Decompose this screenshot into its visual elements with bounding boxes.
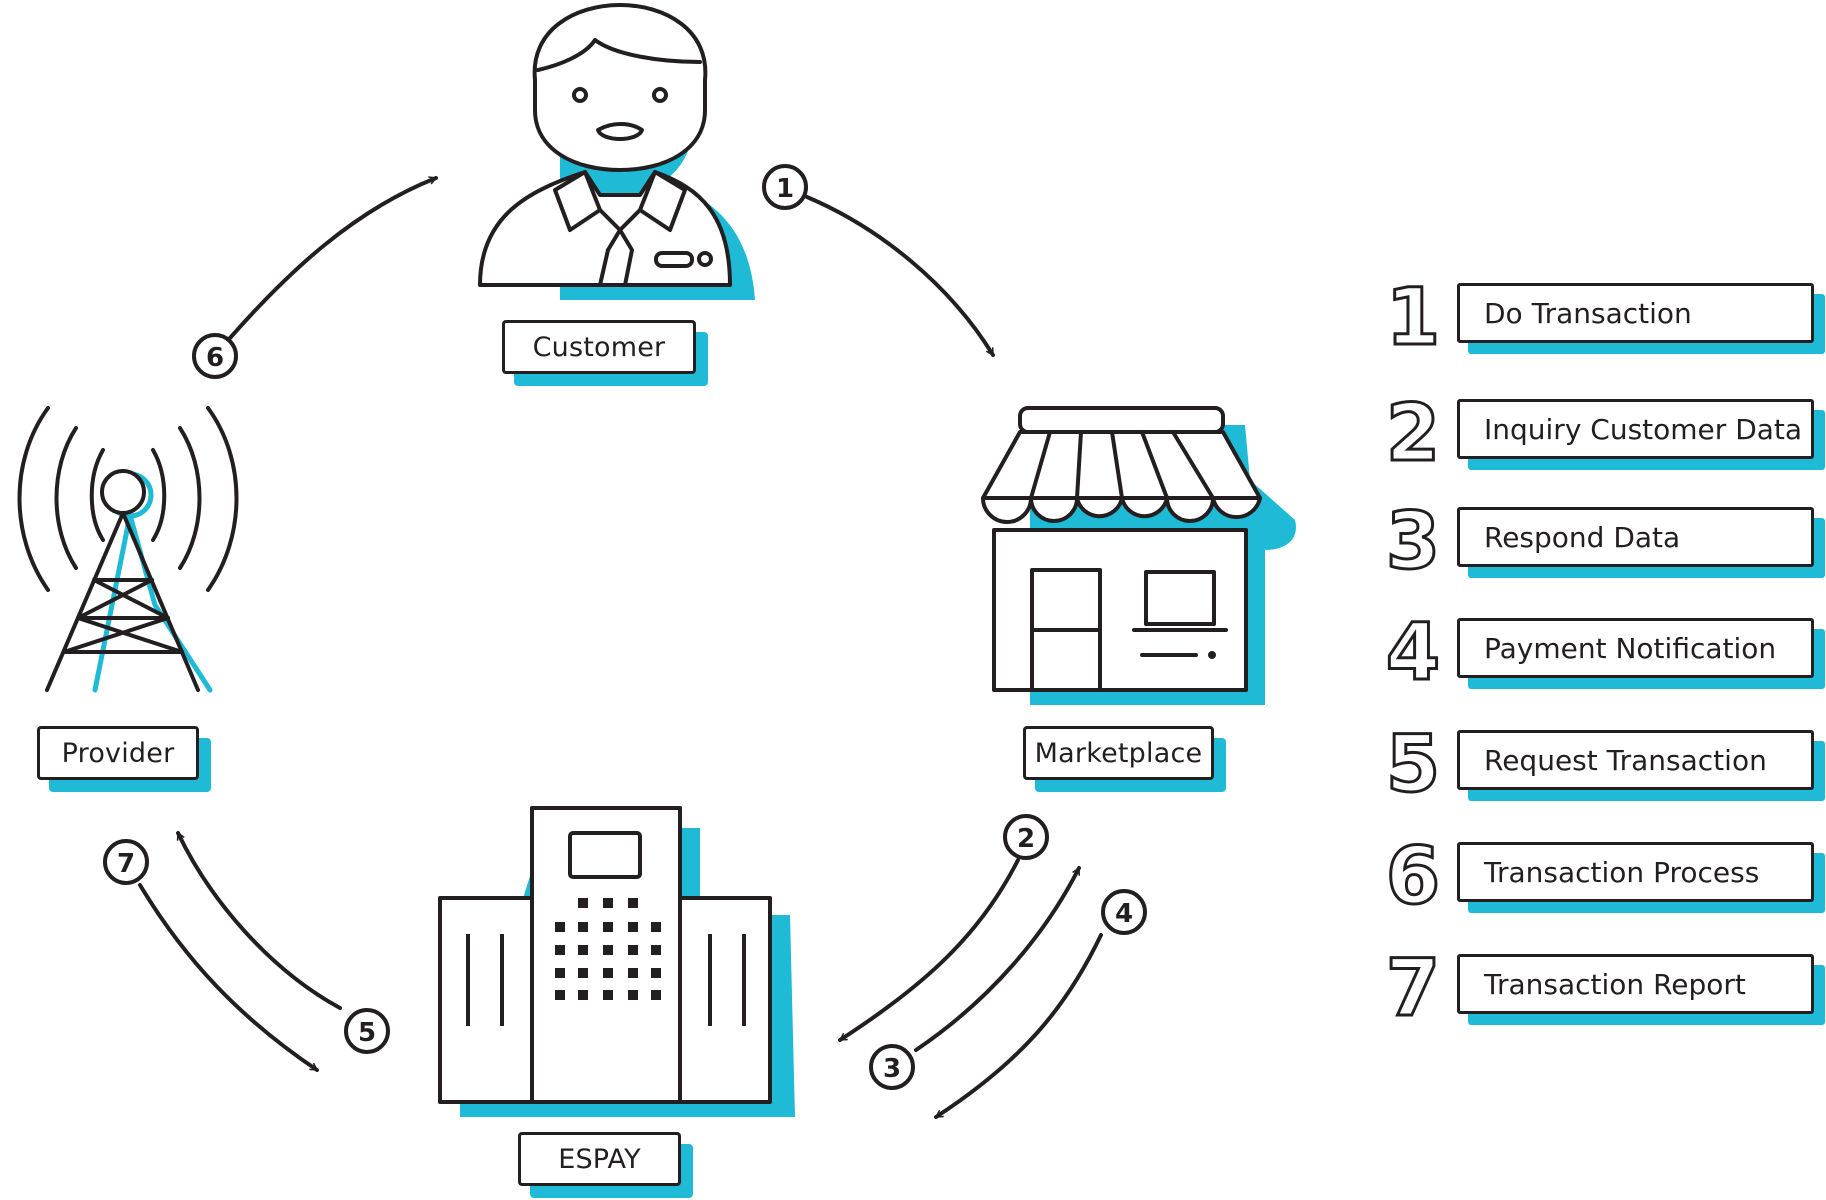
flow-arrows bbox=[138, 176, 1103, 1119]
legend-item: 3 Respond Data bbox=[1378, 496, 1818, 589]
flow-badges: 1 2 3 4 5 6 7 bbox=[103, 164, 1147, 1090]
legend-item: 5 Request Transaction bbox=[1378, 719, 1818, 812]
arrow-7 bbox=[138, 883, 319, 1072]
legend-number: 2 bbox=[1384, 388, 1441, 481]
legend-item: 2 Inquiry Customer Data bbox=[1378, 388, 1818, 481]
legend-number: 1 bbox=[1384, 272, 1441, 365]
legend-label: Inquiry Customer Data bbox=[1457, 399, 1814, 459]
flow-badge-6: 6 bbox=[192, 333, 238, 379]
flow-badge-1: 1 bbox=[762, 164, 808, 210]
flow-badge-7: 7 bbox=[103, 839, 149, 885]
legend-label: Request Transaction bbox=[1457, 730, 1814, 790]
storefront-icon bbox=[981, 406, 1296, 705]
arrow-2 bbox=[838, 858, 1020, 1042]
legend-label: Do Transaction bbox=[1457, 283, 1814, 343]
flow-badge-5-text: 5 bbox=[358, 1018, 376, 1048]
legend-item: 1 Do Transaction bbox=[1378, 272, 1818, 365]
legend-label: Transaction Process bbox=[1457, 842, 1814, 902]
legend-item: 7 Transaction Report bbox=[1378, 943, 1818, 1036]
arrow-6 bbox=[228, 176, 438, 340]
flow-badge-3: 3 bbox=[869, 1044, 915, 1090]
espay-label: ESPAY bbox=[518, 1132, 681, 1186]
customer-label: Customer bbox=[502, 320, 696, 374]
flow-badge-1-text: 1 bbox=[776, 174, 794, 204]
legend-number: 5 bbox=[1384, 719, 1441, 812]
legend-label: Payment Notification bbox=[1457, 618, 1814, 678]
flow-badge-3-text: 3 bbox=[883, 1054, 901, 1084]
legend-item: 6 Transaction Process bbox=[1378, 831, 1818, 924]
legend-number: 4 bbox=[1384, 607, 1441, 700]
arrow-3 bbox=[914, 866, 1081, 1052]
arrow-5 bbox=[176, 831, 342, 1010]
person-icon bbox=[478, 3, 755, 301]
legend-item: 4 Payment Notification bbox=[1378, 607, 1818, 700]
flow-badge-2-text: 2 bbox=[1017, 824, 1035, 854]
flow-badge-7-text: 7 bbox=[117, 849, 135, 879]
legend-label: Respond Data bbox=[1457, 507, 1814, 567]
legend-number: 6 bbox=[1384, 831, 1441, 924]
marketplace-label: Marketplace bbox=[1023, 726, 1214, 780]
legend-number: 7 bbox=[1384, 943, 1441, 1036]
flow-badge-4-text: 4 bbox=[1115, 899, 1133, 929]
radio-tower-icon bbox=[17, 406, 239, 693]
flow-badge-6-text: 6 bbox=[206, 343, 224, 373]
arrow-1 bbox=[805, 195, 995, 357]
legend-number: 3 bbox=[1384, 496, 1441, 589]
flow-badge-2: 2 bbox=[1003, 814, 1049, 860]
flow-badge-4: 4 bbox=[1101, 889, 1147, 935]
building-icon bbox=[438, 806, 795, 1117]
flow-badge-5: 5 bbox=[344, 1008, 390, 1054]
arrow-4 bbox=[934, 933, 1103, 1119]
legend-label: Transaction Report bbox=[1457, 954, 1814, 1014]
provider-label: Provider bbox=[37, 726, 199, 780]
